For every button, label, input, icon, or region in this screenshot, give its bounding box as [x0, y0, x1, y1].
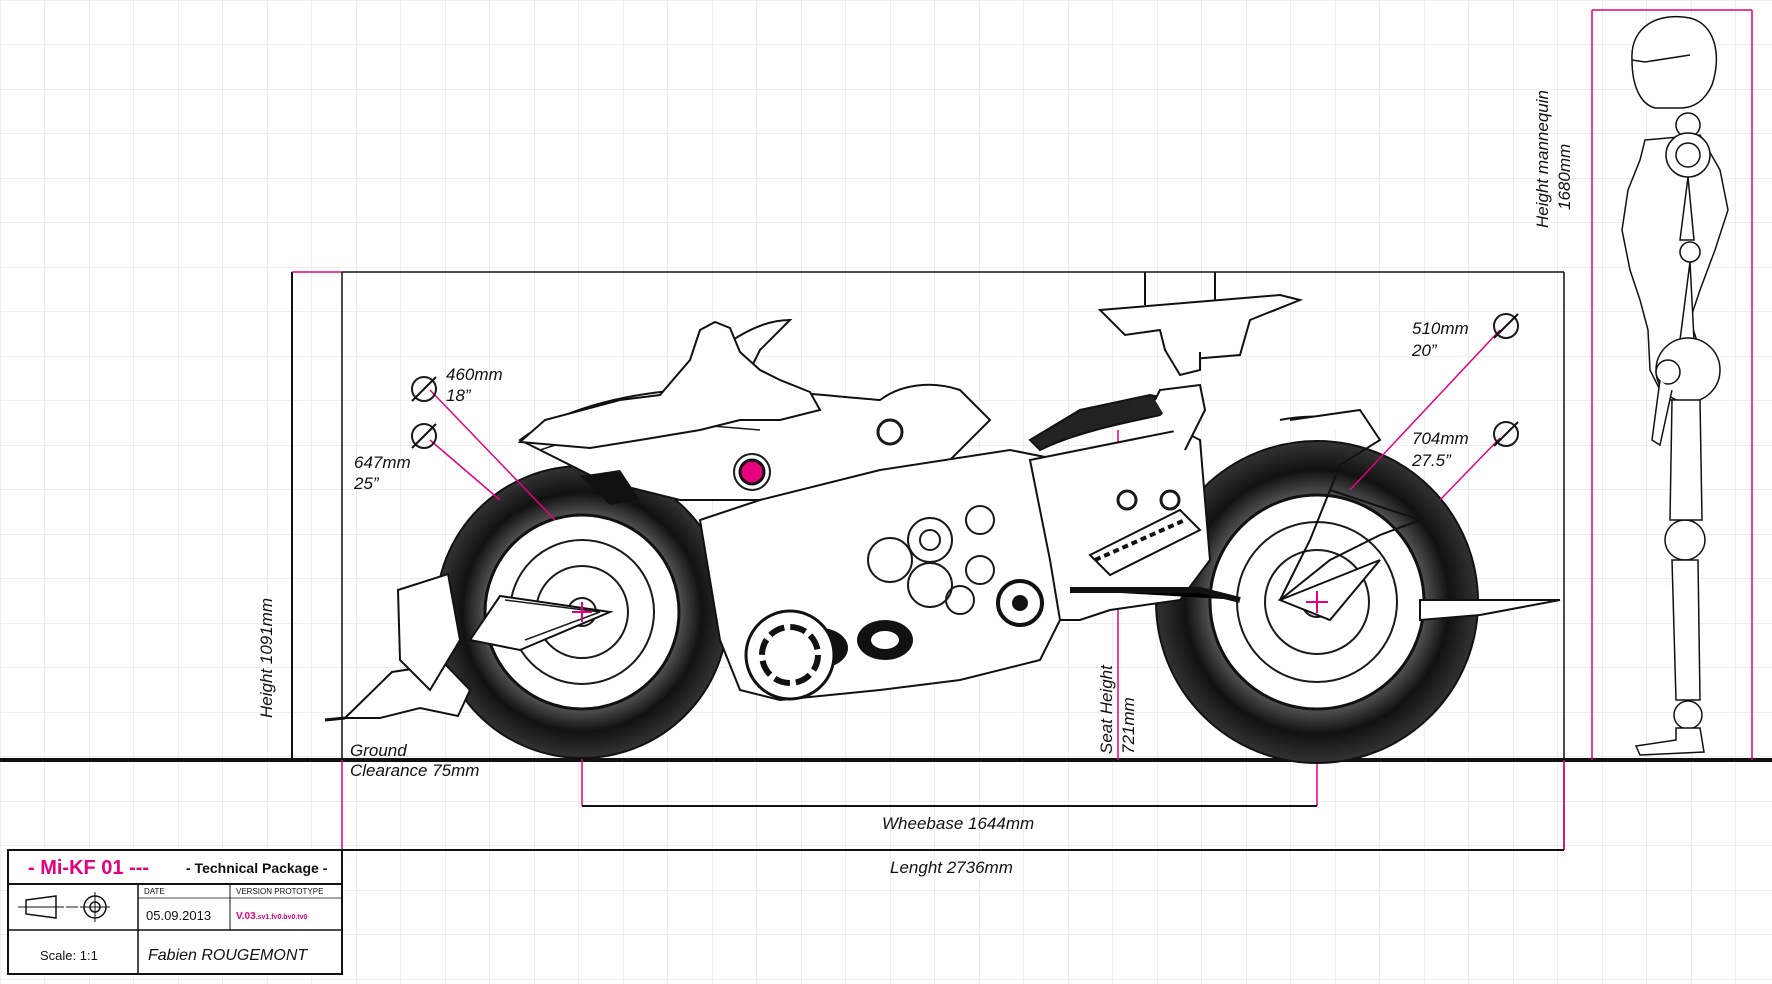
human-mannequin	[1621, 15, 1729, 756]
rear-tire-diameter-label: 704mm	[1412, 429, 1469, 448]
version-header: VERSION PROTOTYPE	[236, 887, 323, 896]
version-sub: .sv1.fv0.bv0.tv0	[256, 914, 308, 921]
mannequin-height-label: Height mannequin	[1533, 90, 1552, 228]
ground-clearance-label: Ground	[350, 741, 407, 760]
diameter-symbols	[411, 313, 1519, 449]
front-fairing	[342, 662, 472, 719]
wheelbase-label: Wheebase 1644mm	[882, 814, 1034, 833]
scale-label: Scale: 1:1	[40, 948, 98, 963]
motorcycle-drawing	[324, 272, 1561, 764]
mannequin-height-value: 1680mm	[1555, 144, 1574, 210]
front-wheel-diameter-label: 460mm	[446, 365, 503, 384]
height-label: Height 1091mm	[257, 598, 276, 718]
rear-frame	[1028, 383, 1241, 621]
rear-wheel-diameter-label: 510mm	[1412, 319, 1469, 338]
rear-wheel	[1155, 440, 1479, 764]
diameter-icon	[411, 423, 437, 449]
height-frame	[291, 271, 1565, 851]
diameter-icon	[411, 376, 437, 402]
engine-block	[698, 448, 1061, 702]
title-block: - Mi-KF 01 --- - Technical Package - DAT…	[7, 849, 343, 975]
seat-height-value: 721mm	[1119, 697, 1138, 754]
front-cowl	[517, 320, 822, 450]
mannequin-frame	[1591, 9, 1753, 760]
front-tire-diameter-label: 647mm	[354, 453, 411, 472]
headlight	[738, 458, 766, 486]
ground-clearance-value: Clearance 75mm	[350, 761, 479, 780]
diameter-icon	[1493, 313, 1519, 339]
seat-height-label: Seat Height	[1097, 664, 1116, 754]
front-wheel-inch-label: 18”	[446, 386, 472, 405]
leader-lines	[429, 329, 1501, 521]
rear-wheel-inch-label: 20”	[1411, 341, 1438, 360]
diameter-icon	[1493, 421, 1519, 447]
package-title: - Technical Package -	[186, 860, 328, 876]
front-tire-inch-label: 25”	[353, 474, 380, 493]
date-value: 05.09.2013	[146, 908, 211, 923]
first-angle-projection-icon	[18, 892, 110, 922]
seat	[1028, 393, 1178, 452]
date-header: DATE	[144, 887, 165, 896]
length-label: Lenght 2736mm	[890, 858, 1013, 877]
front-wheel	[435, 465, 729, 759]
author-name: Fabien ROUGEMONT	[148, 947, 308, 964]
version-main: V.03	[236, 911, 256, 922]
project-title: - Mi-KF 01 ---	[28, 857, 149, 879]
tail-cowl	[1097, 293, 1304, 362]
rear-tire-inch-label: 27.5”	[1411, 451, 1452, 470]
version-value: V.03.sv1.fv0.bv0.tv0	[236, 911, 308, 922]
